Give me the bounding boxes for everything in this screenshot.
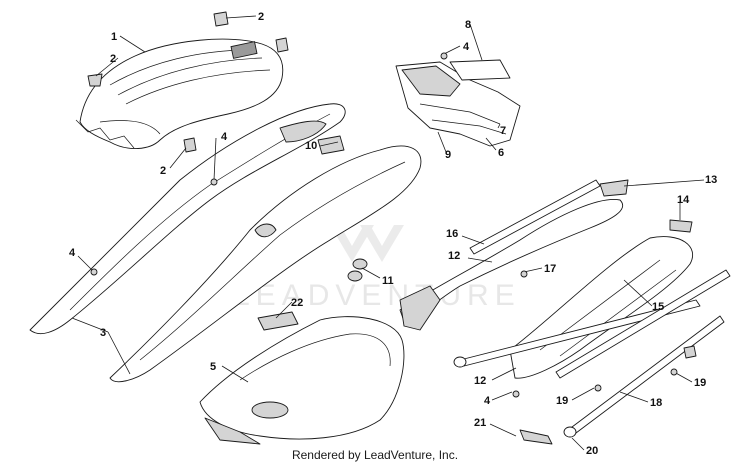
part-rear-rack	[453, 236, 731, 438]
callout-21: 21	[474, 417, 486, 429]
watermark-text: LEADVENTURE	[233, 279, 521, 312]
callout-4: 4	[484, 395, 491, 407]
part-left-side-body	[29, 103, 346, 334]
part-pad-22	[257, 311, 299, 331]
part-grommets-11	[347, 258, 368, 282]
callout-9: 9	[445, 149, 451, 161]
callout-4: 4	[69, 247, 76, 259]
callout-4: 4	[221, 131, 228, 143]
leader-lines	[71, 15, 705, 451]
part-upper-rail	[399, 198, 623, 331]
callout-18: 18	[650, 397, 662, 409]
callout-14: 14	[677, 194, 690, 206]
part-hood-cover	[75, 38, 284, 149]
callout-12: 12	[448, 250, 460, 262]
callout-6: 6	[498, 147, 504, 159]
part-storage-bin	[199, 316, 405, 445]
footer-credit: Rendered by LeadVenture, Inc.	[291, 448, 459, 462]
callout-2: 2	[160, 165, 166, 177]
callout-2: 2	[258, 11, 264, 23]
callout-20: 20	[586, 445, 598, 457]
callout-8: 8	[465, 19, 471, 31]
callout-19: 19	[556, 395, 568, 407]
callout-16: 16	[446, 228, 458, 240]
callout-5: 5	[210, 361, 216, 373]
part-trim-strips	[469, 179, 693, 255]
callout-15: 15	[652, 301, 664, 313]
part-lower-side-body	[109, 145, 422, 383]
callout-17: 17	[544, 263, 556, 275]
part-clip-10	[317, 135, 345, 155]
callout-2: 2	[110, 53, 116, 65]
part-hardware	[90, 52, 697, 445]
callout-3: 3	[100, 327, 106, 339]
callout-19: 19	[694, 377, 706, 389]
callout-1: 1	[111, 31, 117, 43]
callout-22: 22	[291, 297, 303, 309]
callout-4: 4	[463, 41, 470, 53]
callout-labels: 1 2 2 2 4 3 4 5 22 11 10 8 4 7 6 9 13 14…	[69, 11, 717, 457]
callout-10: 10	[305, 140, 317, 152]
callout-12: 12	[474, 375, 486, 387]
leadventure-watermark: LEADVENTURE	[233, 225, 521, 312]
callout-11: 11	[382, 275, 394, 287]
callout-7: 7	[500, 125, 506, 137]
callout-13: 13	[705, 174, 717, 186]
part-rear-panel-assembly	[395, 59, 521, 147]
